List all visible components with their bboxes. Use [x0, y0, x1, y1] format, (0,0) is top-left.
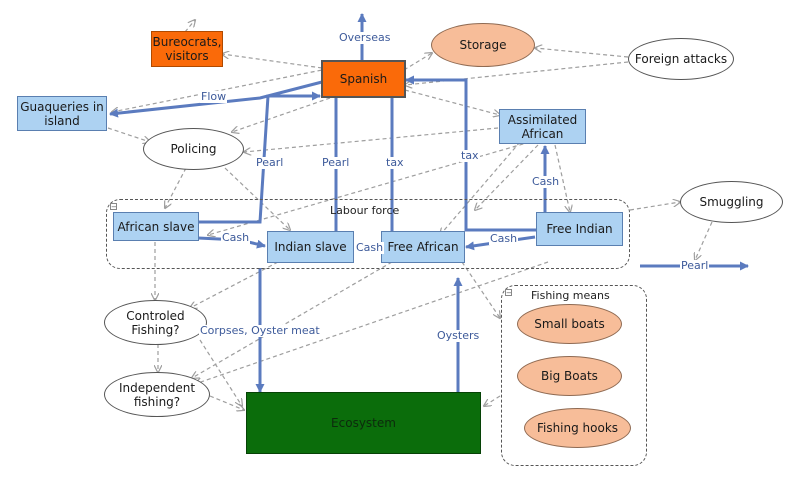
- collapse-icon[interactable]: −: [505, 289, 512, 297]
- node-bureocrats[interactable]: Bureocrats, visitors: [151, 31, 223, 67]
- dashed-link: [107, 127, 150, 142]
- node-big-boats[interactable]: Big Boats: [517, 356, 622, 396]
- dashed-link: [554, 144, 570, 212]
- labour-force-label: Labour force: [330, 204, 400, 217]
- node-free-african[interactable]: Free African: [381, 231, 465, 263]
- dashed-link: [403, 53, 432, 71]
- dashed-link: [405, 61, 629, 85]
- collapse-icon[interactable]: −: [110, 203, 117, 211]
- dashed-link: [484, 395, 501, 406]
- edge-label-cash-3: Cash: [355, 241, 385, 254]
- fishing-means-label: Fishing means: [531, 289, 610, 302]
- dashed-link: [190, 261, 279, 308]
- node-foreign-attacks[interactable]: Foreign attacks: [628, 38, 734, 80]
- edge-label-cash-4: Cash: [489, 232, 519, 245]
- dashed-link: [195, 261, 549, 384]
- dashed-link: [629, 202, 680, 211]
- edge-label-flow: Flow: [200, 90, 228, 103]
- node-storage[interactable]: Storage: [431, 23, 535, 67]
- node-african-slave[interactable]: African slave: [113, 212, 199, 241]
- dashed-links: [107, 20, 713, 410]
- node-independent-fishing[interactable]: Independent fishing?: [104, 372, 210, 417]
- node-controled-fishing[interactable]: Controled Fishing?: [104, 300, 207, 345]
- dashed-link: [184, 20, 195, 33]
- dashed-link: [244, 127, 499, 152]
- dashed-link: [222, 54, 323, 69]
- edge-label-tax-2: tax: [460, 149, 480, 162]
- edge-label-pearl-1: Pearl: [255, 156, 285, 169]
- dashed-link: [404, 89, 500, 115]
- edge-label-corpses: Corpses, Oyster meat: [199, 324, 321, 337]
- dashed-link: [695, 221, 713, 260]
- dashed-link: [165, 167, 187, 208]
- flow-link: [109, 80, 323, 118]
- node-small-boats[interactable]: Small boats: [517, 304, 622, 344]
- node-fishing-hooks[interactable]: Fishing hooks: [524, 408, 631, 448]
- node-guaqueries[interactable]: Guaqueries in island: [17, 96, 107, 131]
- dashed-link: [112, 65, 343, 112]
- fishing-means-group: [501, 285, 647, 466]
- dashed-link: [461, 261, 500, 318]
- labour-force-group: [106, 199, 630, 269]
- dashed-link: [535, 48, 629, 58]
- dashed-link: [199, 339, 242, 406]
- node-free-indian[interactable]: Free Indian: [536, 212, 623, 246]
- node-ecosystem[interactable]: Ecosystem: [246, 392, 481, 454]
- dashed-link: [232, 97, 331, 132]
- node-policing[interactable]: Policing: [143, 128, 244, 170]
- edge-label-cash-1: Cash: [531, 175, 561, 188]
- node-spanish[interactable]: Spanish: [321, 60, 406, 98]
- edge-label-overseas: Overseas: [338, 31, 392, 44]
- node-smuggling[interactable]: Smuggling: [680, 181, 783, 223]
- dashed-link: [209, 395, 244, 410]
- edge-label-pearl-2: Pearl: [321, 156, 351, 169]
- dashed-link: [192, 261, 393, 378]
- node-indian-slave[interactable]: Indian slave: [267, 231, 354, 263]
- edge-label-oysters: Oysters: [436, 329, 481, 342]
- edge-label-cash-2: Cash: [221, 231, 251, 244]
- node-assimilated-african[interactable]: Assimilated African: [499, 109, 586, 144]
- edge-label-pearl-3: Pearl: [680, 259, 710, 272]
- dashed-link: [475, 144, 539, 210]
- edge-label-tax-1: tax: [385, 156, 405, 169]
